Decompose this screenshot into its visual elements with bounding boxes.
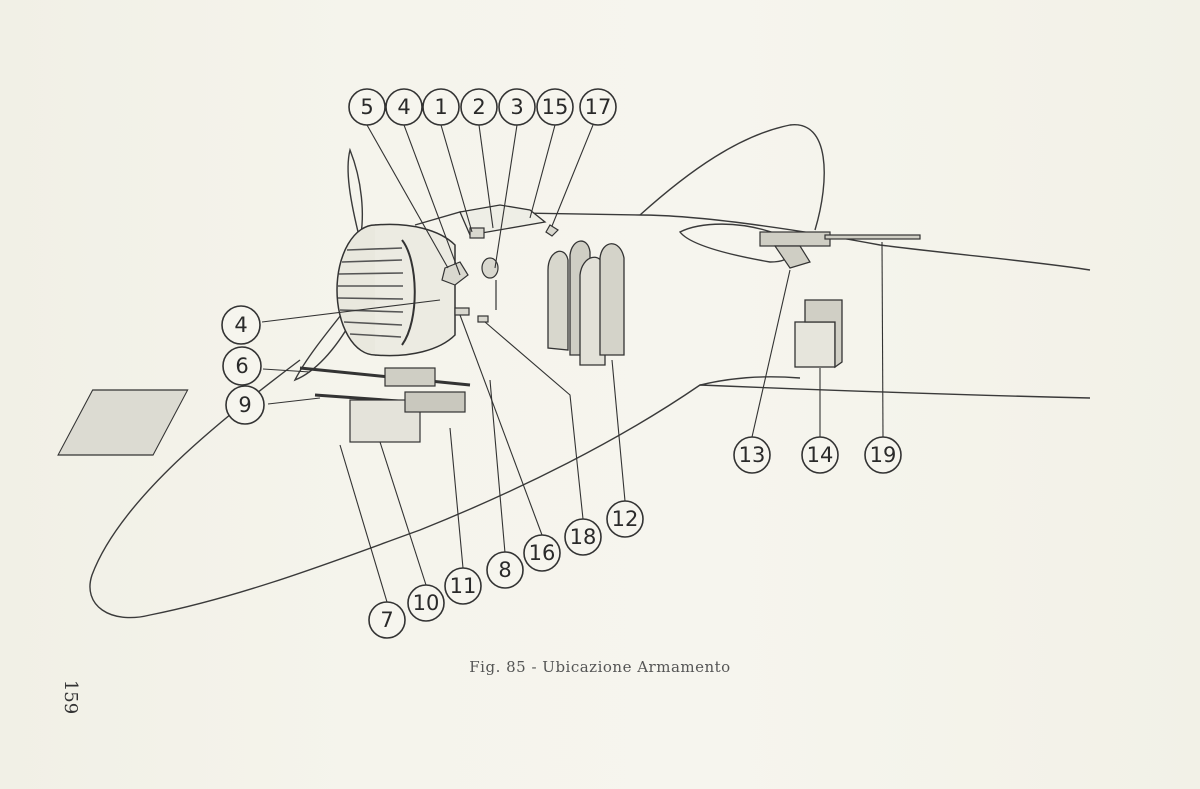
tail-fin-outline [639, 124, 825, 231]
svg-text:19: 19 [870, 443, 897, 467]
propeller-blade-lower [293, 308, 353, 382]
callouts: 5 4 1 2 3 15 17 4 6 9 7 10 11 8 16 18 12… [221, 88, 902, 639]
callout-8: 8 [486, 551, 524, 589]
engine-cowling [336, 223, 456, 357]
svg-text:14: 14 [807, 443, 834, 467]
wing-machine-guns [57, 366, 471, 456]
fuselage-lower-outline [699, 376, 801, 386]
callout-10: 10 [407, 584, 445, 622]
svg-text:15: 15 [542, 95, 569, 119]
callout-16: 16 [523, 534, 561, 572]
callout-11: 11 [444, 567, 482, 605]
svg-text:12: 12 [612, 507, 639, 531]
svg-text:11: 11 [450, 574, 477, 598]
callout-4-left: 4 [221, 305, 261, 345]
fuselage-outline [414, 211, 1091, 271]
callout-7: 7 [368, 601, 406, 639]
callout-13: 13 [733, 436, 771, 474]
svg-text:16: 16 [529, 541, 556, 565]
leader-lines [261, 124, 884, 603]
callout-4-top: 4 [385, 88, 423, 126]
figure-caption: Fig. 85 - Ubicazione Armamento [469, 658, 731, 676]
page-number: 159 [60, 679, 81, 715]
callout-6: 6 [222, 346, 262, 386]
svg-text:8: 8 [498, 558, 511, 582]
svg-text:17: 17 [585, 95, 612, 119]
svg-text:7: 7 [380, 608, 393, 632]
svg-text:4: 4 [234, 313, 247, 337]
svg-text:4: 4 [397, 95, 410, 119]
callout-15: 15 [536, 88, 574, 126]
svg-text:9: 9 [238, 393, 251, 417]
svg-text:13: 13 [739, 443, 766, 467]
svg-text:10: 10 [413, 591, 440, 615]
callout-1: 1 [422, 88, 460, 126]
ammunition-drums [547, 240, 625, 366]
svg-text:3: 3 [510, 95, 523, 119]
callout-14: 14 [801, 436, 839, 474]
svg-text:1: 1 [434, 95, 447, 119]
callout-9: 9 [225, 385, 265, 425]
propeller-blade-upper [347, 147, 364, 241]
callout-5: 5 [348, 88, 386, 126]
wing-outline [89, 359, 1091, 619]
svg-text:2: 2 [472, 95, 485, 119]
callout-12: 12 [606, 500, 644, 538]
callout-3: 3 [498, 88, 536, 126]
callout-19: 19 [864, 436, 902, 474]
cockpit-components [441, 224, 559, 323]
equipment-box [794, 299, 843, 369]
svg-text:18: 18 [570, 525, 597, 549]
callout-18: 18 [564, 518, 602, 556]
callout-17: 17 [579, 88, 617, 126]
svg-text:6: 6 [235, 354, 248, 378]
callout-2: 2 [460, 88, 498, 126]
svg-text:5: 5 [360, 95, 373, 119]
rear-machine-gun [759, 231, 921, 269]
